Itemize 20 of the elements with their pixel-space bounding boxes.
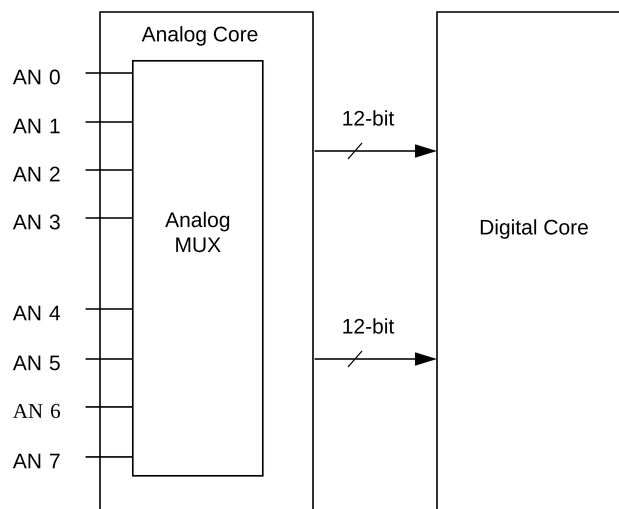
pin-line — [86, 456, 132, 458]
pin-label: AN 3 — [12, 214, 60, 230]
pin-label: AN 4 — [12, 306, 60, 320]
pin-label: AN 6 — [13, 404, 60, 418]
pin-line — [86, 217, 132, 219]
pin-line — [86, 308, 132, 310]
pin-line — [86, 358, 132, 360]
pin-label: AN 5 — [12, 356, 60, 370]
pin-line — [86, 72, 132, 74]
edge-label: 12-bit — [343, 318, 394, 334]
edge-label: 12-bit — [343, 110, 394, 126]
pin-label: AN 0 — [12, 70, 60, 84]
pin-line — [86, 121, 132, 123]
pin-label: AN 2 — [12, 166, 60, 182]
pin-label: AN 7 — [12, 454, 60, 468]
pin-label: AN 1 — [12, 118, 60, 134]
pin-line — [86, 169, 132, 171]
digital-core-box: Digital Core — [436, 11, 619, 509]
mux-box: Analog MUX — [132, 60, 264, 477]
pin-line — [86, 406, 132, 408]
